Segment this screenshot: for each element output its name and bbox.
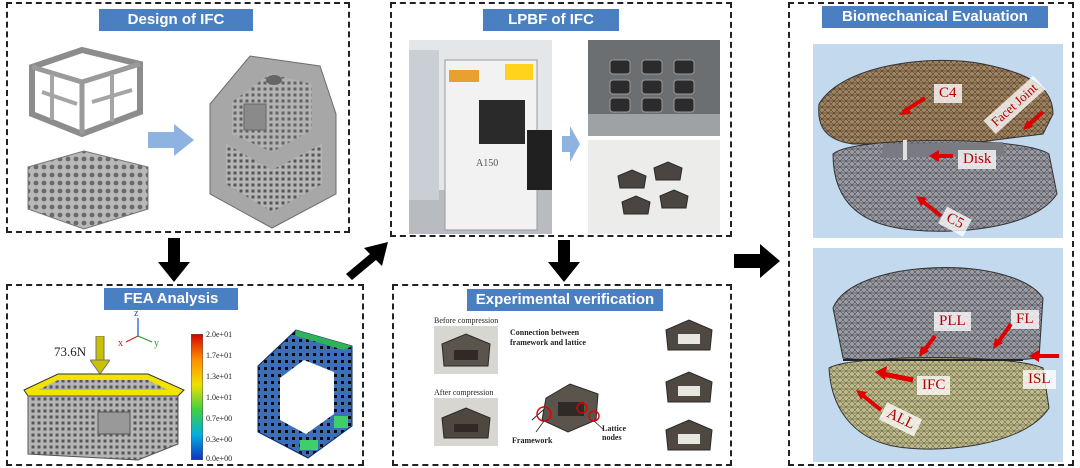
axis-x-label: x xyxy=(118,338,123,349)
vertebra-model-bottom: PLL FL IFC ISL ALL xyxy=(813,248,1063,462)
lpbf-machine-photo: A150 xyxy=(409,40,552,234)
design-title: Design of IFC xyxy=(99,9,253,31)
top-pointer-arrows xyxy=(899,96,1045,218)
disk-label: Disk xyxy=(958,150,997,169)
right-arrow-icon xyxy=(562,126,580,162)
lattice-nodes-label: Lattice nodes xyxy=(602,424,626,442)
axes-icon xyxy=(125,318,153,343)
after-compression-photo xyxy=(434,398,498,446)
exp-title: Experimental verification xyxy=(467,289,663,311)
right-arrow-icon xyxy=(734,244,780,278)
bio-panel: Biomechanical Evaluation C4 Facet Joint … xyxy=(788,2,1074,466)
colorbar-tick: 1.3e+01 xyxy=(206,372,233,381)
colorbar-tick: 1.0e+01 xyxy=(206,393,233,402)
machine-brand-label: A150 xyxy=(476,158,499,169)
fea-panel: FEA Analysis z x y 73.6N 2.0e+01 1.7e+01… xyxy=(6,284,364,466)
specimen-stack xyxy=(665,319,713,451)
colorbar-tick: 1.7e+01 xyxy=(206,351,233,360)
down-arrow-icon xyxy=(158,238,190,282)
axis-y-label: y xyxy=(154,338,159,349)
diagonal-arrow-icon xyxy=(346,242,388,280)
design-panel: Design of IFC xyxy=(6,2,350,233)
c4-label: C4 xyxy=(934,84,962,103)
load-arrow-icon xyxy=(90,336,110,375)
stress-colorbar xyxy=(191,334,203,460)
fea-stress-result xyxy=(257,329,353,459)
isl-label: ISL xyxy=(1023,370,1056,389)
down-arrow-icon xyxy=(548,240,580,282)
bottom-pointer-arrows xyxy=(856,322,1059,412)
framework-label: Framework xyxy=(512,436,553,445)
load-label: 73.6N xyxy=(54,344,87,359)
colorbar-tick: 2.0e+01 xyxy=(206,330,233,339)
cage-frame-image xyxy=(29,46,143,137)
lattice-block-image xyxy=(27,150,149,230)
fea-title: FEA Analysis xyxy=(104,288,238,310)
lpbf-panel: LPBF of IFC A150 xyxy=(390,2,732,237)
colorbar-tick: 0.7e+00 xyxy=(206,414,233,423)
samples-photo xyxy=(588,140,720,234)
lpbf-title: LPBF of IFC xyxy=(483,9,619,31)
pll-label: PLL xyxy=(934,312,971,331)
colorbar-tick: 0.3e+00 xyxy=(206,435,233,444)
bio-title: Biomechanical Evaluation xyxy=(822,6,1048,28)
specimen-detail xyxy=(531,383,605,433)
printed-parts-photo xyxy=(588,40,720,136)
after-compression-label: After compression xyxy=(434,388,494,397)
connection-label: Connection between framework and lattice xyxy=(510,328,586,347)
fl-label: FL xyxy=(1011,310,1039,329)
vertebra-model-top: C4 Facet Joint Disk C5 xyxy=(813,44,1063,238)
exp-panel: Experimental verification Before compres… xyxy=(392,284,732,466)
colorbar-tick: 0.0e+00 xyxy=(206,454,233,463)
axis-z-label: z xyxy=(134,308,139,319)
fea-cage-model xyxy=(23,373,185,461)
ifc-cage-image xyxy=(209,55,337,229)
before-compression-photo xyxy=(434,326,498,374)
ifc-label: IFC xyxy=(917,376,951,395)
right-arrow-icon xyxy=(148,124,194,156)
before-compression-label: Before compression xyxy=(434,316,499,325)
